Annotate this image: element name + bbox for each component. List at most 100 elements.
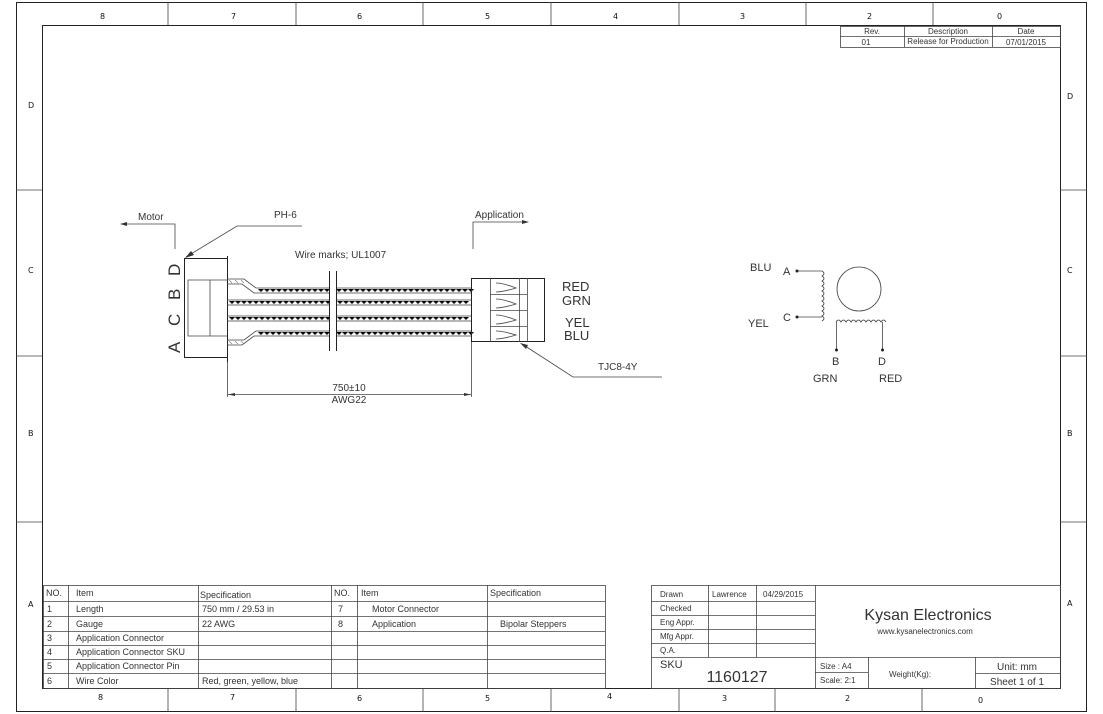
zone-label: 0	[978, 696, 983, 705]
pin-c-color: YEL	[748, 318, 769, 330]
zone-label: C	[1067, 266, 1073, 275]
spec-cell-specification: 750 mm / 29.53 in	[202, 604, 274, 614]
motor-direction-arrow	[122, 223, 176, 249]
pin-a-label: A	[783, 266, 791, 278]
revision-table: Rev. Description Date 01 Release for Pro…	[840, 26, 1061, 48]
pin-c-label: C	[783, 312, 791, 324]
zone-labels-side: D C B A D C B A	[28, 92, 1073, 609]
description-value: Release for Production	[907, 37, 988, 46]
spec-cell-no: 5	[47, 661, 52, 671]
zone-label: A	[1067, 599, 1073, 608]
spec-cell-item: Length	[76, 604, 104, 614]
zone-label: 7	[231, 12, 236, 21]
spec-cell-no: 3	[47, 633, 52, 643]
app-connector-label: TJC8-4Y	[598, 362, 638, 373]
zone-label: C	[28, 266, 34, 275]
zone-label: 0	[997, 12, 1002, 21]
paper-size: Size : A4	[820, 662, 852, 671]
tjc-leader	[521, 343, 662, 378]
pin-letter-c: C	[165, 314, 184, 326]
application-direction-arrow	[472, 221, 527, 249]
zone-label: 3	[722, 694, 727, 703]
spec-cell-item: Application	[372, 619, 416, 629]
wire-color-blu: BLU	[564, 328, 589, 343]
approval-role: Mfg Appr.	[660, 632, 694, 641]
spec-cell-specification: Red, green, yellow, blue	[202, 676, 298, 686]
spec-cell-no: 8	[338, 619, 343, 629]
ph6-leader	[185, 225, 302, 258]
col-header-specification: Specification	[490, 588, 541, 598]
wire-color-red: RED	[562, 279, 589, 294]
wire-marks-label: Wire marks; UL1007	[295, 250, 387, 261]
zone-label: B	[1067, 429, 1073, 438]
wires	[227, 278, 471, 346]
approval-name: Lawrence	[712, 590, 747, 599]
sku-label: SKU	[660, 659, 683, 671]
motor-label: Motor	[138, 212, 164, 223]
col-header-specification: Specification	[200, 590, 251, 600]
sheet-number: Sheet 1 of 1	[990, 677, 1044, 688]
motor-connector-body	[184, 258, 228, 358]
rev-value: 01	[862, 38, 871, 47]
rev-header: Rev.	[864, 27, 880, 36]
motor-schematic: A C B D BLU YEL GRN RED	[748, 262, 902, 385]
approval-role: Q.A.	[660, 646, 676, 655]
application-connector-body	[471, 278, 545, 342]
spec-cell-no: 4	[47, 647, 52, 657]
description-header: Description	[928, 27, 968, 36]
coil-winding-ac	[821, 270, 825, 322]
spec-cell-no: 2	[47, 619, 52, 629]
pin-d-color: RED	[879, 373, 902, 385]
spec-table: NO. Item Specification NO. Item Specific…	[43, 585, 606, 689]
pin-d-label: D	[878, 356, 886, 368]
cable-assembly: Motor PH-6 Application Wire marks; UL100…	[120, 210, 662, 406]
col-header-item: Item	[76, 588, 94, 598]
sku-value: 1160127	[706, 669, 767, 686]
pin-a-color: BLU	[750, 262, 771, 274]
zone-ticks	[16, 2, 1087, 712]
date-value: 07/01/2015	[1006, 38, 1047, 47]
zone-label: 8	[98, 693, 103, 702]
pin-letter-d: D	[165, 264, 184, 276]
zone-label: 4	[613, 12, 618, 21]
zone-label: D	[1067, 92, 1073, 101]
spec-cell-item: Wire Color	[76, 676, 119, 686]
drawing-scale: Scale: 2:1	[820, 676, 856, 685]
application-label: Application	[475, 210, 524, 221]
zone-label: 2	[867, 12, 872, 21]
wire-hatching	[228, 279, 475, 345]
col-header-item: Item	[361, 588, 379, 598]
zone-label: 5	[485, 12, 490, 21]
pin-b-color: GRN	[813, 373, 838, 385]
spec-cell-specification: Bipolar Steppers	[500, 619, 567, 629]
pin-letter-b: B	[165, 289, 184, 300]
zone-label: 2	[845, 694, 850, 703]
pin-b-label: B	[832, 356, 839, 368]
pin-letters: A C B D	[165, 264, 184, 353]
title-block: SKU SKU 1160127 Kysan Electronics www.ky…	[651, 585, 1061, 689]
zone-label: B	[28, 429, 34, 438]
spec-cell-item: Application Connector	[76, 633, 164, 643]
approval-role: Checked	[660, 604, 692, 613]
spec-cell-no: 6	[47, 676, 52, 686]
zone-label: 4	[607, 692, 612, 701]
approval-role: Eng Appr.	[660, 618, 695, 627]
outer-border	[16, 2, 1087, 712]
weight-label: Weight(Kg):	[889, 670, 931, 679]
zone-label: 3	[740, 12, 745, 21]
date-header: Date	[1018, 27, 1035, 36]
col-header-no: NO.	[46, 588, 62, 598]
wire-color-yel: YEL	[565, 315, 590, 330]
company-website: www.kysanelectronics.com	[876, 627, 973, 636]
zone-label: 5	[485, 694, 490, 703]
spec-cell-no: 7	[338, 604, 343, 614]
spec-cell-item: Application Connector SKU	[76, 647, 185, 657]
col-header-no: NO.	[334, 588, 350, 598]
zone-label: 6	[357, 12, 362, 21]
spec-cell-no: 1	[47, 604, 52, 614]
zone-labels-top: 8 7 6 5 4 3 2 0	[100, 12, 1002, 21]
zone-label: 6	[357, 694, 362, 703]
spec-cell-item: Application Connector Pin	[76, 661, 180, 671]
wire-color-grn: GRN	[562, 293, 591, 308]
